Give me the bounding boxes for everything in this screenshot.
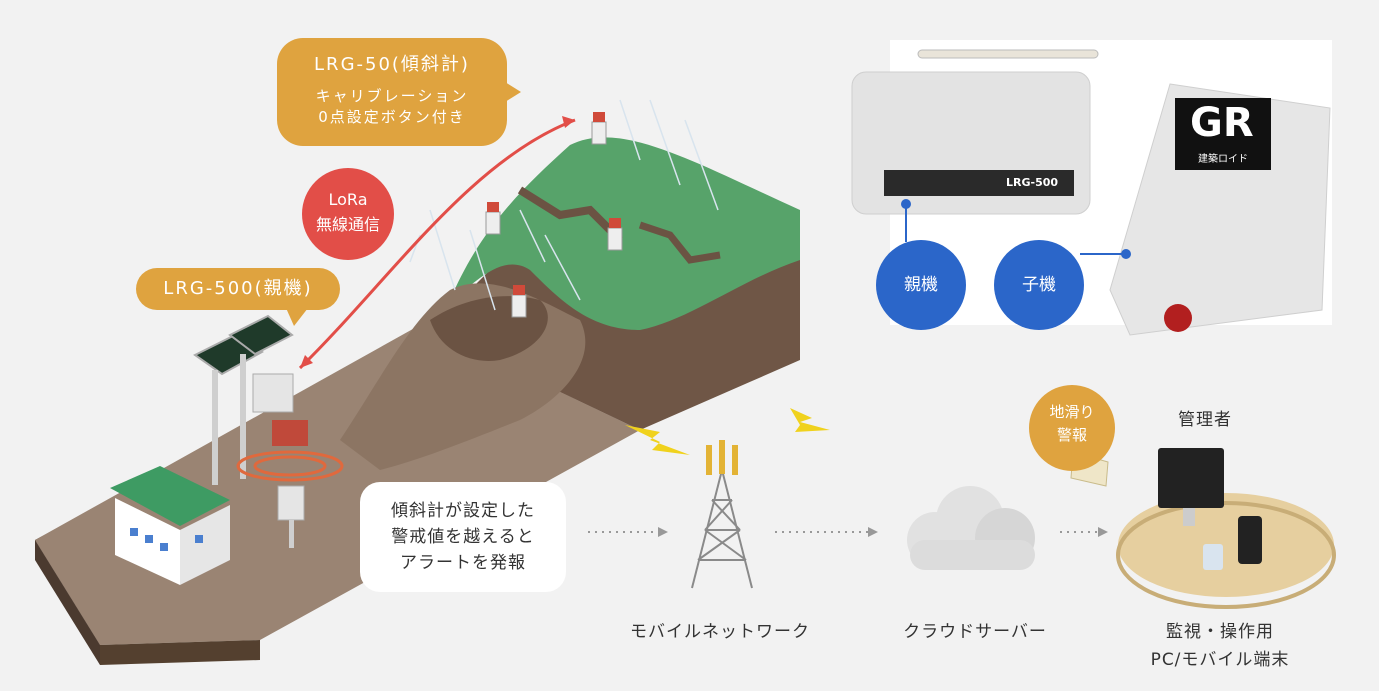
lora-link-arrow bbox=[298, 118, 576, 370]
crack-1 bbox=[517, 186, 623, 243]
admin-desk-edge bbox=[1116, 501, 1336, 609]
mobile-tower-icon bbox=[691, 440, 753, 589]
tiltmeter-sensors bbox=[485, 112, 623, 318]
alert-line1: 傾斜計が設定した bbox=[391, 501, 535, 521]
smartphone-icon bbox=[1238, 516, 1262, 564]
alert-description: 傾斜計が設定した 警戒値を越えると アラートを発報 bbox=[360, 482, 566, 592]
lrg500-title: LRG-500(親機) bbox=[163, 278, 313, 299]
arrow-head-bottom bbox=[300, 355, 313, 368]
flow-arrow-head-3 bbox=[1098, 527, 1108, 537]
flow-arrow-head-1 bbox=[658, 527, 668, 537]
lrg50-title: LRG-50(傾斜計) bbox=[314, 54, 470, 75]
warning-line1: 地滑り bbox=[1049, 403, 1095, 421]
admin-desk bbox=[1118, 493, 1334, 597]
child-device-sub: 建築ロイド bbox=[1198, 154, 1248, 165]
arrow-head-top bbox=[562, 116, 575, 128]
terminal-caption-line2: PC/モバイル端末 bbox=[1150, 650, 1290, 670]
signal-bolt-left bbox=[625, 425, 690, 455]
cloud-icon bbox=[907, 486, 1035, 570]
parent-device-text: LRG-500 bbox=[1006, 176, 1059, 189]
ground-front-edge-2 bbox=[100, 640, 260, 665]
warning-line2: 警報 bbox=[1056, 426, 1087, 444]
child-device bbox=[1109, 83, 1331, 336]
hill-grass bbox=[450, 137, 800, 330]
child-device-logo-plate bbox=[1175, 98, 1271, 170]
child-device-logo: GR bbox=[1190, 100, 1254, 146]
lora-badge: LoRa 無線通信 bbox=[302, 168, 394, 260]
mobile-network-caption: モバイルネットワーク bbox=[630, 622, 810, 642]
house bbox=[110, 466, 230, 585]
lrg50-line1: キャリブレーション bbox=[315, 87, 469, 105]
child-device-red-lamp bbox=[1164, 304, 1192, 332]
base-station bbox=[193, 314, 344, 548]
cloud-server-caption: クラウドサーバー bbox=[903, 622, 1047, 642]
alert-line3: アラートを発報 bbox=[400, 553, 526, 573]
parent-device-antenna bbox=[917, 49, 1099, 59]
signal-bolt-right bbox=[790, 408, 830, 432]
lrg50-line2: 0点設定ボタン付き bbox=[318, 108, 466, 126]
child-pointer-dot bbox=[1121, 249, 1131, 259]
parent-device-label: 親機 bbox=[876, 240, 966, 330]
crack-2 bbox=[638, 221, 721, 264]
terminal-caption-line1: 監視・操作用 bbox=[1166, 622, 1274, 642]
mug-icon bbox=[1203, 544, 1223, 570]
lrg500-callout: LRG-500(親機) bbox=[136, 268, 340, 326]
parent-device-label-strip bbox=[884, 170, 1074, 196]
admin-caption: 管理者 bbox=[1178, 410, 1232, 430]
monitor-icon bbox=[1158, 448, 1224, 508]
lrg50-callout: LRG-50(傾斜計) キャリブレーション 0点設定ボタン付き bbox=[277, 38, 521, 146]
ground-front-edge bbox=[35, 540, 100, 665]
flow-arrow-head-2 bbox=[868, 527, 878, 537]
alert-line2: 警戒値を越えると bbox=[391, 527, 535, 547]
child-device-label: 子機 bbox=[994, 240, 1084, 330]
parent-pointer-dot bbox=[901, 199, 911, 209]
monitor-stand bbox=[1183, 508, 1195, 526]
lora-line1: LoRa bbox=[328, 190, 368, 209]
lora-line2: 無線通信 bbox=[315, 215, 380, 234]
landslide-warning-badge: 地滑り 警報 bbox=[1029, 385, 1115, 471]
